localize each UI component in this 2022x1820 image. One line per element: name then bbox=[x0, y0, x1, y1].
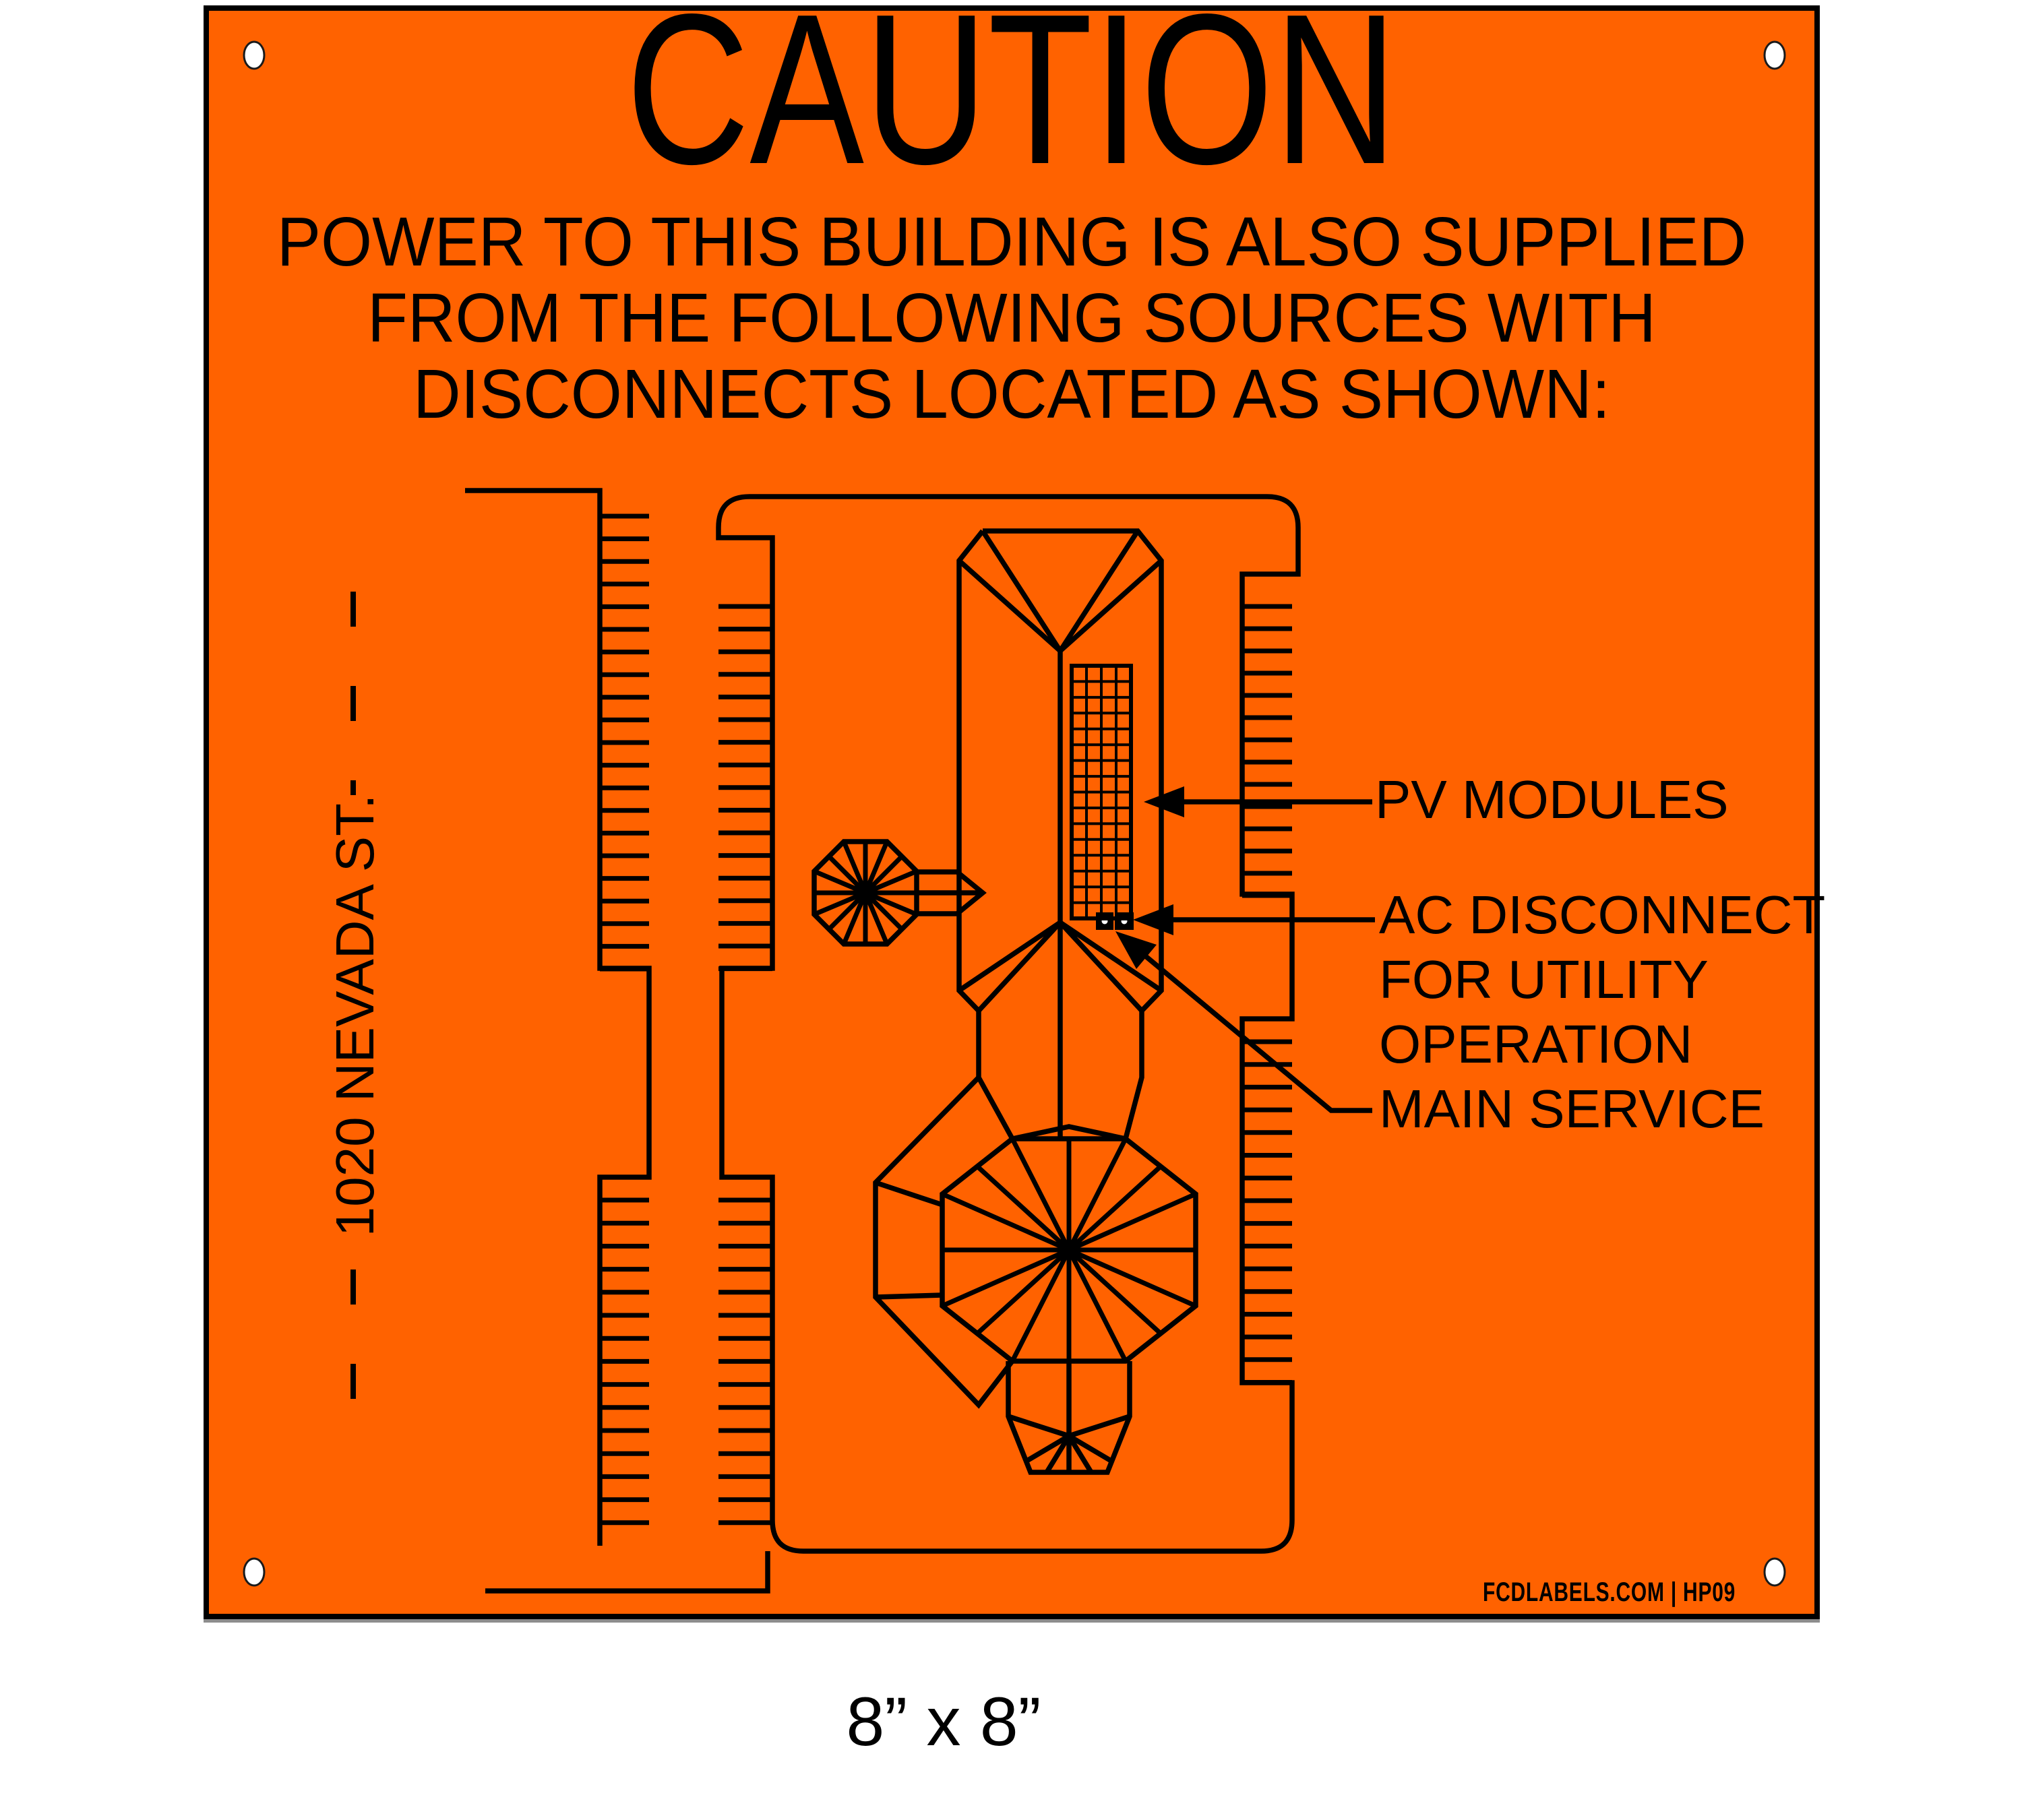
size-caption: 8” x 8” bbox=[846, 1683, 1041, 1760]
warning-line-1: POWER TO THIS BUILDING IS ALSO SUPPLIED bbox=[276, 203, 1747, 280]
sign-title: CAUTION bbox=[625, 0, 1398, 209]
callout-ac-disconnect-1: AC DISCONNECT bbox=[1379, 885, 1826, 945]
warning-line-3: DISCONNECTS LOCATED AS SHOWN: bbox=[412, 355, 1611, 433]
street-label: 1020 NEVADA ST. bbox=[325, 794, 385, 1237]
callout-pv-modules: PV MODULES bbox=[1375, 770, 1729, 829]
callout-main-service: MAIN SERVICE bbox=[1379, 1079, 1765, 1139]
callout-ac-disconnect-3: OPERATION bbox=[1379, 1014, 1693, 1074]
warning-line-2: FROM THE FOLLOWING SOURCES WITH bbox=[367, 279, 1656, 356]
vendor-footer: FCDLABELS.COM | HP09 bbox=[1483, 1577, 1736, 1607]
warning-text: POWER TO THIS BUILDING IS ALSO SUPPLIED … bbox=[277, 203, 1747, 432]
callout-ac-disconnect-2: FOR UTILITY bbox=[1379, 949, 1709, 1009]
